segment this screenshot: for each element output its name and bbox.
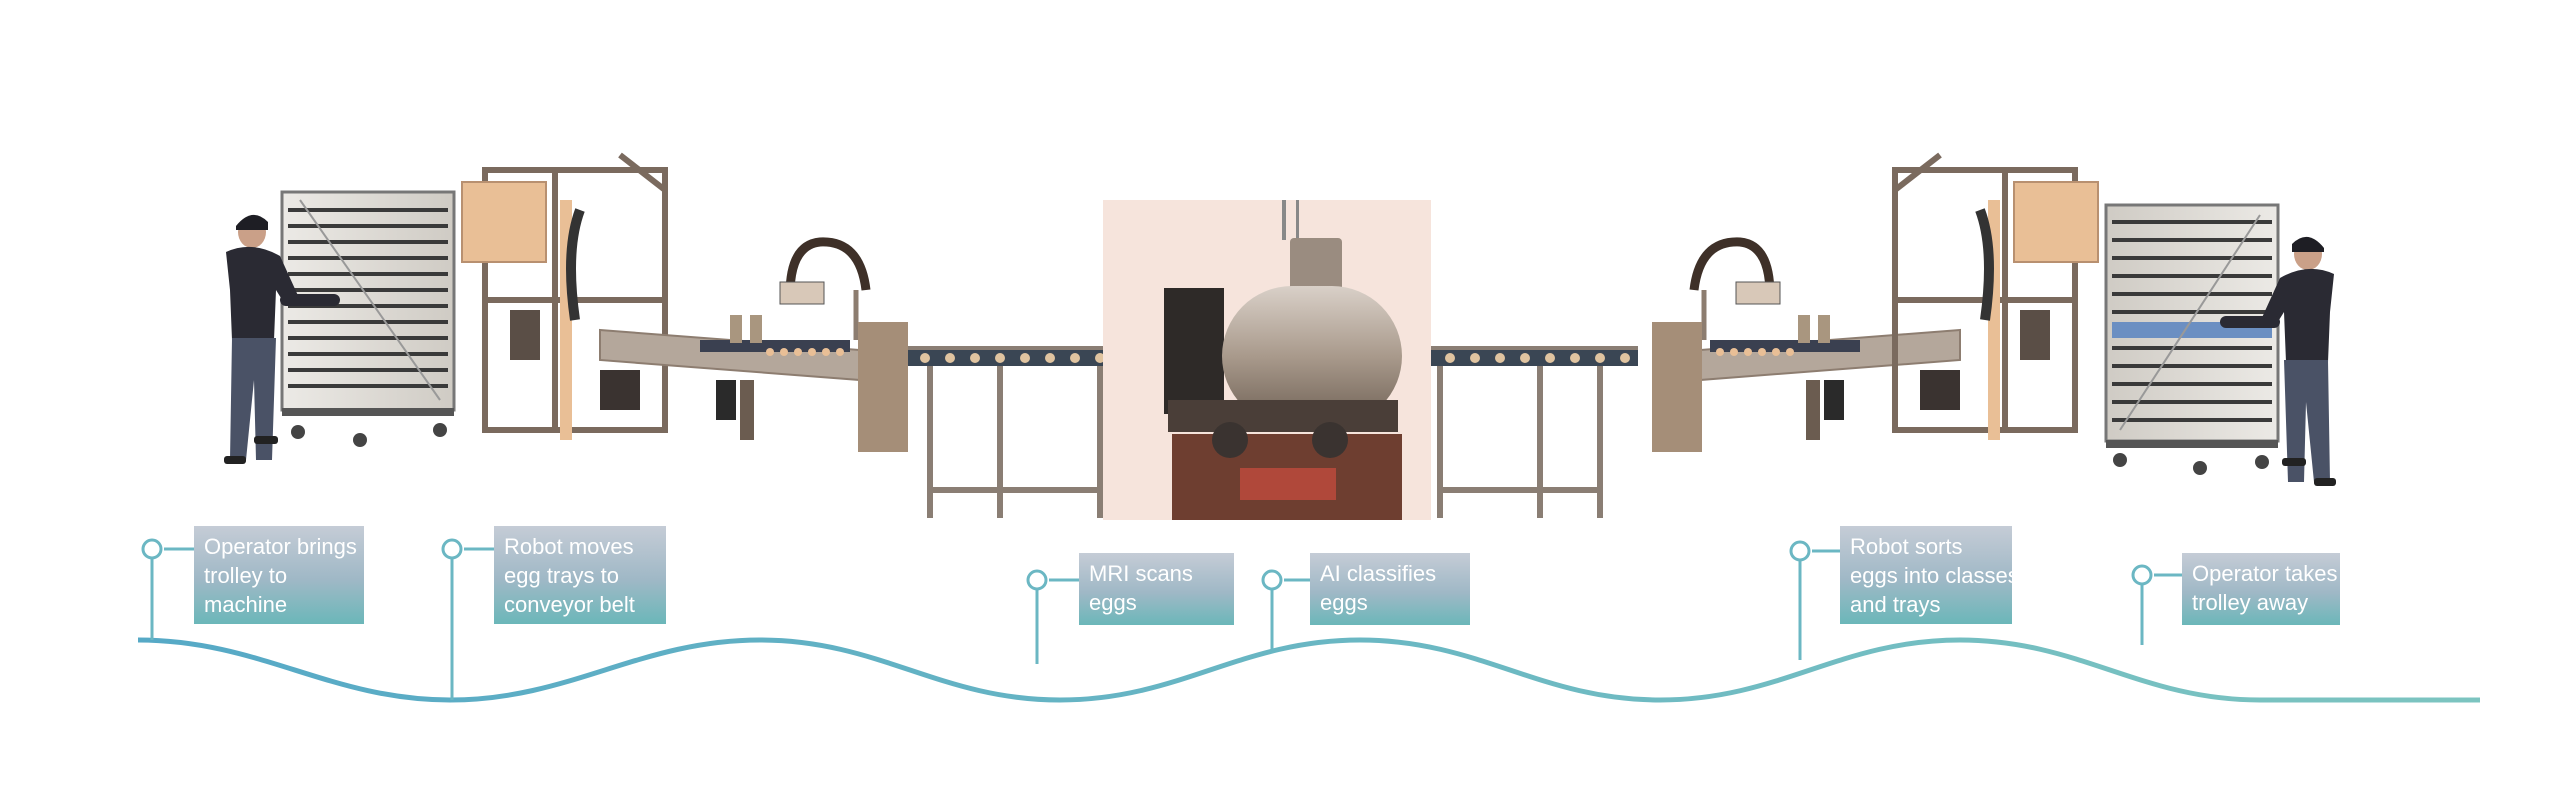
- left-trolley: [280, 190, 456, 447]
- left-robot-cell: [461, 152, 668, 440]
- step-label-3-line-1: MRI scans: [1089, 561, 1193, 586]
- step-marker-1: [141, 538, 194, 640]
- step-marker-2: [441, 538, 494, 700]
- mri-scanner: [1103, 200, 1431, 520]
- step-label-3: MRI scans eggs: [1079, 553, 1234, 625]
- process-timeline-wave: [137, 637, 2480, 703]
- step-label-2-line-1: Robot moves: [504, 534, 634, 559]
- step-label-4-line-2: eggs: [1320, 590, 1368, 615]
- step-label-1: Operator brings trolley to machine: [194, 526, 364, 624]
- operator-left-icon: [224, 214, 340, 464]
- right-tray-loader: [1652, 237, 1961, 452]
- step-marker-5: [1789, 540, 1840, 660]
- step-label-5: Robot sorts eggs into classes and trays: [1840, 526, 2019, 624]
- right-robot-cell: [1892, 152, 2099, 440]
- step-label-6-line-2: trolley away: [2192, 590, 2309, 615]
- step-label-1-line-3: machine: [204, 592, 288, 617]
- step-label-3-line-2: eggs: [1089, 590, 1137, 615]
- step-label-5-line-2: eggs into classes: [1850, 563, 2019, 588]
- step-label-1-line-2: trolley to: [204, 563, 288, 588]
- step-marker-3: [1026, 569, 1079, 664]
- right-trolley: [2104, 203, 2280, 475]
- step-label-5-line-1: Robot sorts: [1850, 534, 1963, 559]
- step-label-4: AI classifies eggs: [1310, 553, 1470, 625]
- step-label-1-line-1: Operator brings: [204, 534, 357, 559]
- operator-right-icon: [2220, 236, 2336, 486]
- step-label-2-line-3: conveyor belt: [504, 592, 635, 617]
- step-marker-4: [1261, 569, 1310, 650]
- step-label-5-line-3: and trays: [1850, 592, 1941, 617]
- step-marker-6: [2131, 564, 2182, 645]
- step-label-2: Robot moves egg trays to conveyor belt: [494, 526, 666, 624]
- step-label-4-line-1: AI classifies: [1320, 561, 1437, 586]
- left-tray-loader: [599, 237, 908, 452]
- step-label-6: Operator takes trolley away: [2182, 553, 2340, 625]
- step-label-2-line-2: egg trays to: [504, 563, 619, 588]
- step-label-6-line-1: Operator takes: [2192, 561, 2338, 586]
